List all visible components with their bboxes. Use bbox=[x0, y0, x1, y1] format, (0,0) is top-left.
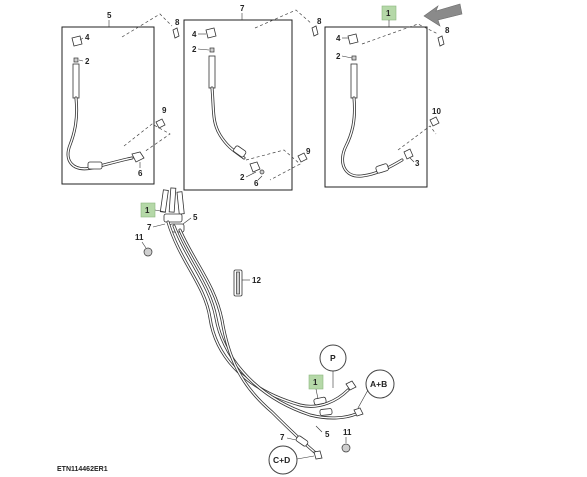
callout-label: 9 bbox=[306, 147, 311, 156]
control-cable bbox=[66, 96, 145, 171]
panel-cable-7: 7 8 4 2 2 6 9 bbox=[183, 4, 322, 191]
control-cable bbox=[210, 86, 261, 173]
hardware-clip-9 bbox=[297, 152, 308, 163]
svg-text:C+D: C+D bbox=[273, 455, 290, 465]
callout-label: 5 bbox=[325, 430, 330, 439]
panel-title: 7 bbox=[240, 4, 245, 13]
panel-cable-5: 5 8 4 2 6 9 bbox=[61, 11, 180, 185]
figure-caption: ETN114462ER1 bbox=[57, 466, 108, 473]
hardware-clip-8 bbox=[311, 25, 319, 37]
panel-title: 5 bbox=[107, 11, 112, 20]
callout-label: 11 bbox=[343, 428, 352, 437]
hardware-clip-8 bbox=[172, 27, 180, 39]
callout-label: 2 bbox=[336, 52, 341, 61]
callout-label: 2 bbox=[192, 45, 197, 54]
panel-frame bbox=[324, 26, 428, 188]
cable-end-fitting bbox=[347, 33, 359, 99]
callout-label: 6 bbox=[138, 169, 143, 178]
nut-11 bbox=[143, 247, 153, 257]
callout-label: 1 bbox=[145, 206, 150, 215]
callout-label: 8 bbox=[445, 26, 450, 35]
position-c-d: C+D bbox=[268, 445, 315, 475]
arrow-icon bbox=[423, 3, 463, 27]
callout-label: 2 bbox=[85, 57, 90, 66]
panel-frame bbox=[61, 26, 155, 185]
cable-bundle bbox=[166, 220, 358, 457]
callout-label: 11 bbox=[135, 233, 144, 242]
panel-frame bbox=[183, 19, 293, 191]
control-cable bbox=[341, 96, 414, 178]
position-a-b: A+B bbox=[357, 369, 395, 409]
callout-label: 8 bbox=[317, 17, 322, 26]
callout-label: 4 bbox=[336, 34, 341, 43]
callout-label: 5 bbox=[193, 213, 198, 222]
position-p: P bbox=[319, 344, 347, 388]
hardware-clip-8 bbox=[437, 35, 445, 47]
panel-title: 1 bbox=[386, 9, 391, 18]
main-cable-assembly: 1 7 5 11 12 bbox=[135, 187, 395, 475]
callout-label: 4 bbox=[85, 33, 90, 42]
bracket-12 bbox=[233, 269, 243, 297]
callout-label: 3 bbox=[415, 159, 420, 168]
nut bbox=[259, 169, 265, 175]
callout-label: 7 bbox=[147, 223, 152, 232]
callout-label: 2 bbox=[240, 173, 245, 182]
callout-label: 1 bbox=[313, 378, 318, 387]
callout-label: 8 bbox=[175, 18, 180, 27]
callout-label: 4 bbox=[192, 30, 197, 39]
cable-end-fittings bbox=[295, 380, 364, 460]
svg-text:P: P bbox=[330, 353, 336, 363]
hardware-clip-9 bbox=[155, 118, 166, 129]
hardware-clip-10 bbox=[429, 116, 440, 127]
cable-end-fitting bbox=[205, 27, 217, 89]
callout-label: 10 bbox=[432, 107, 441, 116]
nut-11 bbox=[341, 443, 351, 453]
cable-end-fitting bbox=[71, 35, 83, 99]
callout-label: 12 bbox=[252, 276, 261, 285]
callout-label: 9 bbox=[162, 106, 167, 115]
panel-cable-1: 1 8 4 2 3 10 bbox=[324, 3, 463, 188]
upper-connector-cluster bbox=[159, 187, 185, 233]
callout-label: 6 bbox=[254, 179, 259, 188]
svg-text:A+B: A+B bbox=[370, 379, 387, 389]
callout-label: 7 bbox=[280, 433, 285, 442]
